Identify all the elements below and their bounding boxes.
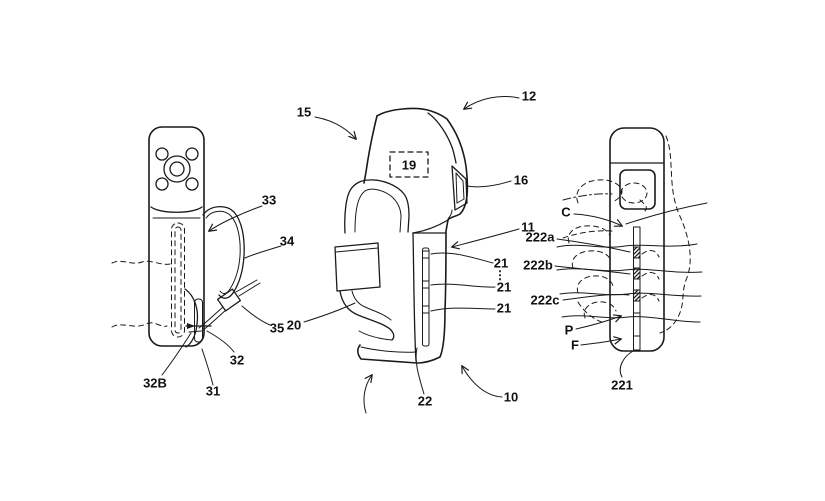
finger-sensor-rail [633, 226, 641, 351]
thumb-dashed [620, 182, 648, 212]
top-band-inner-edge [427, 112, 457, 164]
label-20: 20 [286, 317, 302, 333]
front-face-left-edge [412, 232, 417, 362]
strap-slot [194, 298, 203, 343]
label-33: 33 [261, 192, 277, 208]
bottom-face-edge [360, 346, 417, 353]
label-21c: 21 [496, 300, 512, 316]
right-figure-leaders [554, 213, 634, 378]
hand-strap [334, 179, 410, 341]
label-P: P [564, 322, 574, 338]
label-222b: 222b [523, 257, 553, 273]
sensor-222a [633, 246, 641, 259]
label-21a: 21 [493, 255, 509, 271]
top-face-curve [150, 206, 203, 213]
left-figure-leaders [161, 205, 282, 386]
trigger-window [619, 169, 656, 210]
strap-buckle [334, 242, 381, 292]
remote-body [148, 126, 205, 347]
body-left-edge [363, 115, 378, 184]
wrist-strap-loop [202, 206, 245, 299]
sensor-222b [633, 267, 641, 280]
label-12: 12 [521, 88, 537, 104]
hand-position-dashed-line-upper [111, 260, 171, 265]
feature-19-dashed-box [389, 151, 429, 178]
hand-outline-dashed [562, 135, 691, 334]
strap-pin [185, 323, 212, 333]
figure-middle-controller [303, 95, 520, 414]
sensor-222c [633, 289, 641, 302]
label-C: C [561, 204, 571, 220]
strap-cord [198, 279, 261, 332]
hidden-slot-dashed [171, 222, 185, 338]
label-31: 31 [205, 383, 221, 399]
label-F: F [571, 337, 579, 353]
strap-slider [216, 288, 242, 312]
figure-left-controller [111, 126, 282, 386]
label-34: 34 [279, 233, 295, 249]
label-15: 15 [296, 104, 312, 120]
label-11: 11 [521, 219, 535, 235]
label-32: 32 [229, 352, 245, 368]
hand-position-dashed-line-lower [111, 322, 168, 328]
label-222a: 222a [525, 229, 555, 245]
button-cluster [155, 147, 199, 191]
label-32B: 32B [143, 375, 167, 391]
sensor-rail [422, 247, 430, 347]
body-outline [357, 107, 469, 364]
label-22: 22 [417, 393, 433, 409]
finger-lines [556, 202, 708, 323]
label-10: 10 [503, 389, 519, 405]
label-ellipsis: ⋮ [494, 268, 506, 282]
notch-inner-edge [412, 219, 449, 234]
middle-figure-leaders [303, 95, 520, 414]
controller-body [609, 127, 665, 352]
label-221: 221 [611, 377, 633, 393]
label-222c: 222c [530, 292, 560, 308]
label-21b: 21 [496, 279, 512, 295]
trigger-recess [447, 165, 468, 220]
label-19: 19 [401, 157, 417, 173]
figure-right-controller-in-hand [554, 127, 708, 378]
direction-arrow [363, 374, 373, 414]
label-16: 16 [513, 172, 529, 188]
label-35: 35 [269, 320, 285, 336]
grip-bulge-curve [184, 288, 199, 348]
